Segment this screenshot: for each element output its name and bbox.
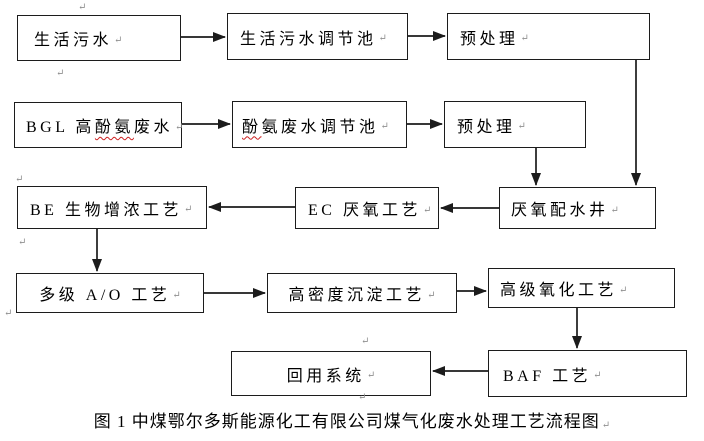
return-mark: ↵ [610, 204, 619, 216]
return-mark: ↵ [15, 174, 24, 185]
return-mark: ↵ [517, 121, 526, 132]
node-label-prefix: BGL 高 [26, 119, 95, 136]
node-label-misspelled: 酚氨 [94, 119, 134, 136]
node-baf: BAF 工艺↵ [488, 350, 687, 397]
node-multistage-ao: 多级 A/O 工艺↵ [16, 273, 204, 313]
return-mark: ↵ [361, 336, 370, 347]
return-mark: ↵ [366, 370, 376, 381]
node-be-bio-enrichment: BE 生物增浓工艺↵ [17, 186, 207, 229]
return-mark: ↵ [18, 237, 27, 248]
node-label-suffix: 废水 [133, 119, 173, 136]
node-label: BE 生物增浓工艺 [30, 201, 182, 219]
node-label: BAF 工艺 [503, 367, 592, 385]
node-label: 厌氧配水井 [511, 202, 609, 219]
node-label: 高密度沉淀工艺 [288, 287, 426, 304]
node-label: EC 厌氧工艺 [308, 202, 421, 219]
return-mark: ↵ [114, 34, 123, 46]
node-label: 预处理 [457, 118, 516, 136]
node-label: 回用系统 [286, 367, 365, 385]
node-anaerobic-distribution-well: 厌氧配水井↵ [499, 187, 656, 229]
return-mark: ↵ [172, 289, 181, 301]
node-label: 多级 A/O 工艺 [39, 287, 171, 304]
return-mark: ↵ [378, 33, 387, 44]
return-mark: ↵ [56, 68, 65, 79]
node-label: 生活污水调节池 [240, 30, 377, 48]
node-label: 高级氧化工艺 [500, 282, 618, 299]
return-mark: ↵ [520, 33, 529, 44]
node-label: 预处理 [460, 30, 519, 48]
node-bgl-wastewater: BGL 高酚氨废水↵ [14, 102, 184, 148]
return-mark: ↵ [174, 121, 184, 133]
node-label: 生活污水 [34, 32, 113, 49]
return-mark: ↵ [601, 420, 611, 431]
return-mark: ↵ [619, 284, 628, 296]
node-high-density-sedimentation: 高密度沉淀工艺↵ [267, 273, 457, 313]
node-label-misspelled: 酚 [242, 118, 262, 136]
return-mark: ↵ [358, 392, 367, 403]
return-mark: ↵ [183, 204, 193, 215]
return-mark: ↵ [593, 370, 602, 381]
node-label-suffix: 氨废水调节池 [261, 118, 379, 136]
return-mark: ↵ [380, 121, 389, 132]
node-pretreatment-1: 预处理↵ [447, 13, 650, 60]
node-pretreatment-2: 预处理↵ [444, 101, 586, 148]
node-phenol-ammonia-equalization-tank: 酚氨废水调节池↵ [232, 101, 407, 148]
node-domestic-equalization-tank: 生活污水调节池↵ [227, 13, 408, 60]
figure-caption-text: 图 1 中煤鄂尔多斯能源化工有限公司煤气化废水处理工艺流程图 [93, 412, 600, 431]
node-reuse-system: 回用系统↵ [231, 351, 431, 396]
node-ec-anaerobic: EC 厌氧工艺↵ [295, 187, 439, 229]
node-domestic-sewage: 生活污水↵ [17, 15, 181, 61]
node-advanced-oxidation: 高级氧化工艺↵ [488, 268, 675, 308]
figure-caption: 图 1 中煤鄂尔多斯能源化工有限公司煤气化废水处理工艺流程图↵ [0, 407, 704, 432]
return-mark: ↵ [422, 204, 432, 216]
return-mark: ↵ [427, 289, 436, 301]
return-mark: ↵ [4, 308, 13, 319]
return-mark: ↵ [78, 2, 87, 13]
